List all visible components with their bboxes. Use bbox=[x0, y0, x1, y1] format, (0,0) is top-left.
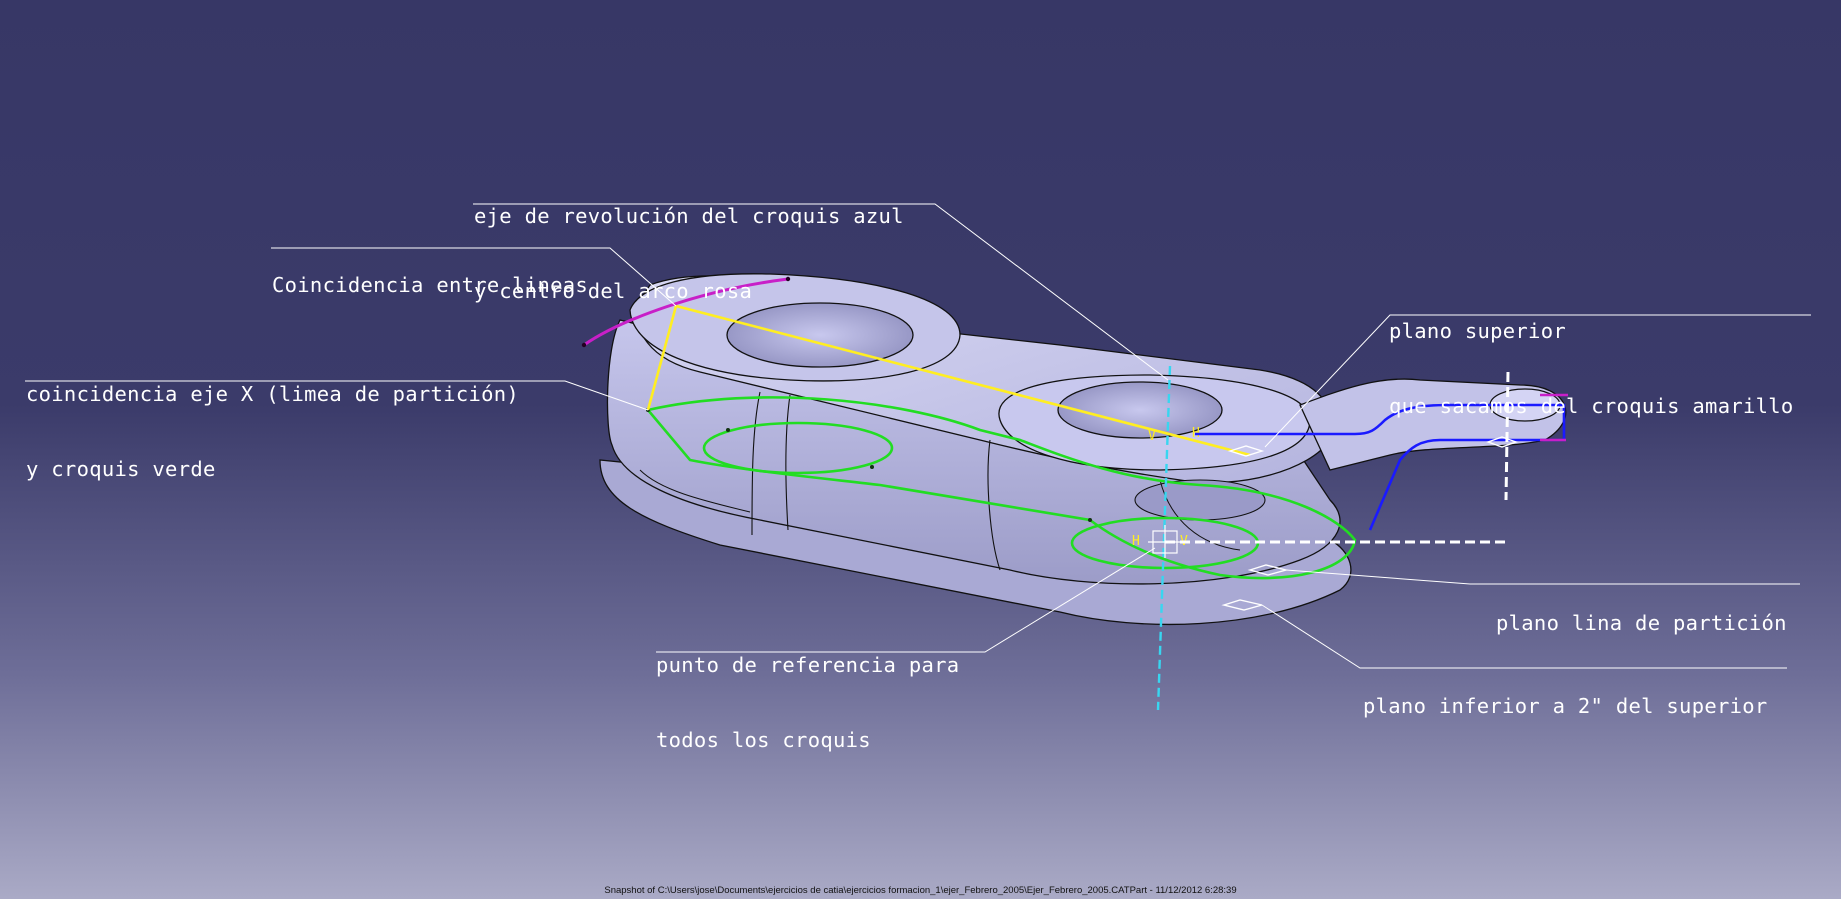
upper-plane-marker[interactable] bbox=[1227, 445, 1265, 457]
annotation-rev-axis[interactable]: eje de revolución del croquis azul y cen… bbox=[474, 154, 904, 354]
annotation-parting-plane-line1: plano lina de partición bbox=[1496, 611, 1787, 635]
revolution-axis[interactable] bbox=[1156, 365, 1172, 711]
annotation-ref-point-line1: punto de referencia para bbox=[656, 653, 960, 677]
annotation-lower-plane-line1: plano inferior a 2" del superior bbox=[1363, 694, 1768, 718]
leader-ref-point bbox=[656, 547, 1156, 653]
annotation-rev-axis-line1: eje de revolución del croquis azul bbox=[474, 204, 904, 228]
part-left-hole bbox=[726, 302, 914, 368]
leader-lines bbox=[25, 203, 1811, 669]
leader-coincidence-lines bbox=[271, 247, 677, 307]
part-mid-hole bbox=[1057, 381, 1223, 439]
leader-lower-plane bbox=[1261, 604, 1787, 669]
arm-vertical-axis[interactable] bbox=[1504, 371, 1510, 501]
leader-upper-plane bbox=[1264, 314, 1811, 448]
pink-arc-sketch[interactable] bbox=[581, 276, 1568, 442]
pink-arc[interactable] bbox=[583, 277, 789, 347]
annotation-lower-plane[interactable]: plano inferior a 2" del superior bbox=[1363, 644, 1768, 769]
svg-text:H: H bbox=[1132, 534, 1140, 549]
blue-sketch-profile[interactable] bbox=[1195, 403, 1566, 531]
annotation-x-axis[interactable]: coincidencia eje X (limea de partición) … bbox=[26, 332, 519, 532]
annotation-ref-point-line2: todos los croquis bbox=[656, 728, 871, 752]
leader-rev-axis bbox=[473, 203, 1169, 381]
annotation-rev-axis-line2: y centro del arco rosa bbox=[474, 279, 753, 303]
leader-x-axis bbox=[25, 380, 649, 411]
annotation-x-axis-line2: y croquis verde bbox=[26, 457, 216, 481]
axes-and-planes[interactable] bbox=[1148, 365, 1518, 711]
leader-parting-plane bbox=[1285, 569, 1800, 585]
arm-plane-marker[interactable] bbox=[1486, 436, 1518, 448]
green-sketch[interactable] bbox=[645, 396, 1357, 580]
svg-text:V: V bbox=[1148, 429, 1156, 444]
green-sketch-profile[interactable] bbox=[645, 396, 1357, 580]
annotation-x-axis-line1: coincidencia eje X (limea de partición) bbox=[26, 382, 520, 406]
annotation-upper-plane-line2: que sacamos del croquis amarillo bbox=[1389, 394, 1794, 418]
annotation-upper-plane-line1: plano superior bbox=[1389, 319, 1566, 343]
snapshot-caption: Snapshot of C:\Users\jose\Documents\ejer… bbox=[604, 885, 1237, 896]
annotation-coincidence-lines[interactable]: Coincidencia entre lineas bbox=[272, 223, 588, 348]
green-sketch-left-ellipse[interactable] bbox=[702, 421, 894, 475]
annotation-ref-point[interactable]: punto de referencia para todos los croqu… bbox=[656, 603, 959, 803]
annotation-coincidence-lines-line1: Coincidencia entre lineas bbox=[272, 273, 589, 297]
annotation-upper-plane[interactable]: plano superior que sacamos del croquis a… bbox=[1389, 269, 1794, 469]
annotation-parting-plane[interactable]: plano lina de partición bbox=[1496, 561, 1787, 686]
blue-sketch[interactable] bbox=[1195, 403, 1566, 531]
